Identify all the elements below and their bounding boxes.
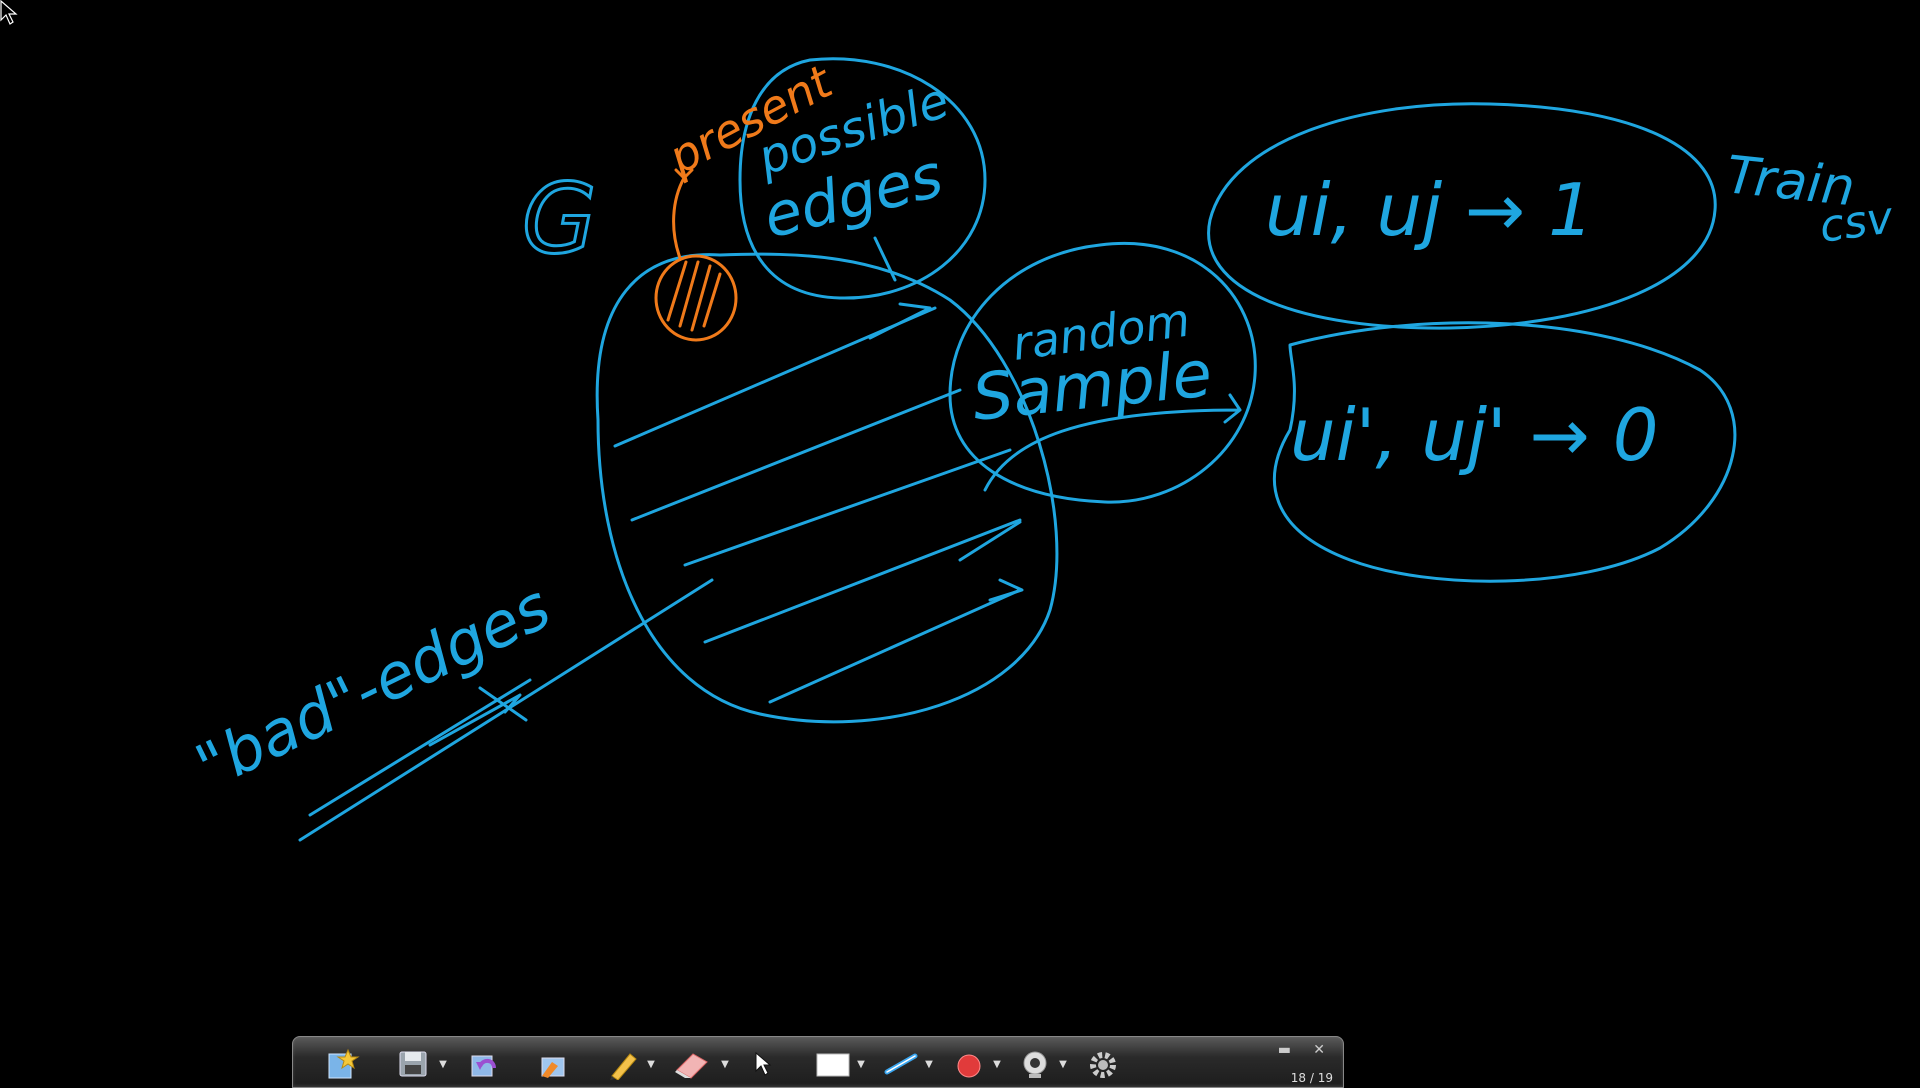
pencil-button[interactable] xyxy=(603,1047,643,1081)
new-page-button[interactable] xyxy=(323,1047,363,1081)
page-indicator: 18 / 19 xyxy=(1290,1071,1333,1085)
undo-button[interactable] xyxy=(463,1047,503,1081)
eraser-button[interactable] xyxy=(671,1047,711,1081)
save-dropdown-arrow[interactable]: ▼ xyxy=(439,1059,447,1070)
settings-button[interactable] xyxy=(1083,1047,1123,1081)
pointer-icon xyxy=(755,1051,772,1076)
pointer-button[interactable] xyxy=(743,1047,783,1081)
undo-icon xyxy=(471,1055,496,1077)
line-dropdown-arrow[interactable]: ▼ xyxy=(925,1059,933,1070)
train-label: Train xyxy=(1724,145,1858,218)
possible-edges-ellipse xyxy=(738,57,987,300)
bad-edges-arrow xyxy=(298,578,714,842)
webcam-button[interactable] xyxy=(1015,1047,1055,1081)
csv-label: csv xyxy=(1816,192,1896,253)
mouse-cursor-icon xyxy=(0,0,18,25)
highlighter-button[interactable] xyxy=(533,1047,573,1081)
webcam-dropdown-arrow[interactable]: ▼ xyxy=(1059,1059,1067,1070)
negative-pair-label: ui', uj' → 0 xyxy=(1290,393,1659,477)
pencil-dropdown-arrow[interactable]: ▼ xyxy=(647,1059,655,1070)
rectangle-dropdown-arrow[interactable]: ▼ xyxy=(857,1059,865,1070)
negative-pair-ellipse xyxy=(1273,321,1737,583)
positive-pair-label: ui, uj → 1 xyxy=(1265,168,1594,252)
bad-edges-label: "bad"-edges xyxy=(185,570,562,804)
webcam-icon xyxy=(1023,1051,1047,1078)
highlighter-icon xyxy=(541,1057,565,1078)
positive-pair-ellipse xyxy=(1207,102,1717,330)
line-tool-button[interactable] xyxy=(881,1047,921,1081)
settings-icon xyxy=(1090,1052,1116,1078)
annotation-toolbar: ▼ ▼ ▼ ▼ xyxy=(292,1036,1344,1088)
eraser-icon xyxy=(675,1053,708,1079)
eraser-dropdown-arrow[interactable]: ▼ xyxy=(721,1059,729,1070)
record-icon xyxy=(957,1054,981,1078)
save-icon xyxy=(399,1051,427,1077)
line-tool-icon xyxy=(884,1053,918,1075)
record-dropdown-arrow[interactable]: ▼ xyxy=(993,1059,1001,1070)
minimize-toolbar-button[interactable]: ▬ xyxy=(1277,1042,1291,1058)
sample-label: Sample xyxy=(969,337,1215,436)
graph-label: G xyxy=(522,163,596,275)
save-button[interactable] xyxy=(393,1047,433,1081)
pencil-icon xyxy=(610,1053,637,1080)
record-button[interactable] xyxy=(949,1047,989,1081)
present-annotation xyxy=(654,168,738,342)
graph-ellipse xyxy=(595,252,1059,724)
random-sample-ellipse xyxy=(948,242,1257,504)
close-toolbar-button[interactable]: ✕ xyxy=(1313,1042,1325,1058)
new-page-icon xyxy=(328,1048,360,1079)
rectangle-icon xyxy=(816,1053,850,1077)
rectangle-button[interactable] xyxy=(813,1047,853,1081)
